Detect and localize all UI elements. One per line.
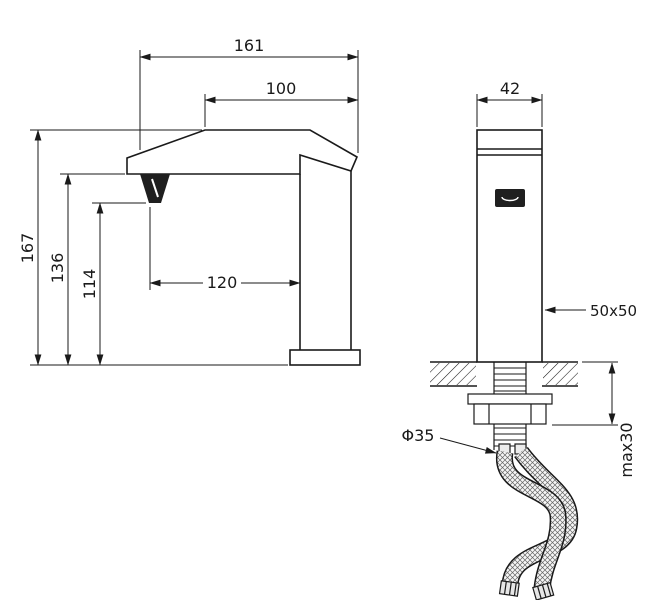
total-height-label: 167 [18, 233, 37, 264]
top-length-label: 100 [266, 79, 297, 98]
hose-right-braid [497, 450, 566, 590]
spout-reach-label: 120 [207, 273, 238, 292]
threaded-shank [467, 362, 553, 455]
front-view-dimensions [439, 94, 618, 454]
front-view [476, 129, 543, 363]
faucet-body-front [476, 129, 543, 363]
aerator-front [495, 189, 525, 207]
outlet-height-label: 114 [80, 269, 99, 300]
side-view [126, 129, 361, 366]
side-view-labels: 161 100 167 136 114 120 [18, 36, 296, 299]
thread-lines [494, 367, 526, 447]
total-length-label: 161 [234, 36, 265, 55]
body-width-label: 42 [500, 79, 520, 98]
aerator-highlight [151, 178, 159, 198]
front-view-labels: 42 50x50 Φ35 max30 [402, 79, 638, 478]
mounting-deck [430, 361, 578, 387]
washer [467, 393, 553, 405]
side-view-dimensions [30, 50, 359, 366]
max-thickness-label: max30 [617, 422, 636, 477]
fixing-nut [473, 403, 547, 425]
aerator-glint [501, 196, 519, 202]
hole-diameter-label: Φ35 [402, 426, 435, 445]
spout-underside-height-label: 136 [48, 253, 67, 284]
hose-end-fitting-right [532, 581, 555, 600]
faucet-body-side-outline [126, 129, 359, 175]
hose-end-fitting-left [498, 580, 520, 597]
hose-left-braid [503, 447, 577, 587]
deck-hatch-left [430, 363, 476, 385]
base-section-label: 50x50 [590, 302, 637, 320]
deck-hatch-right [543, 363, 578, 385]
faucet-base-side [289, 349, 361, 366]
flex-hoses [496, 446, 579, 600]
